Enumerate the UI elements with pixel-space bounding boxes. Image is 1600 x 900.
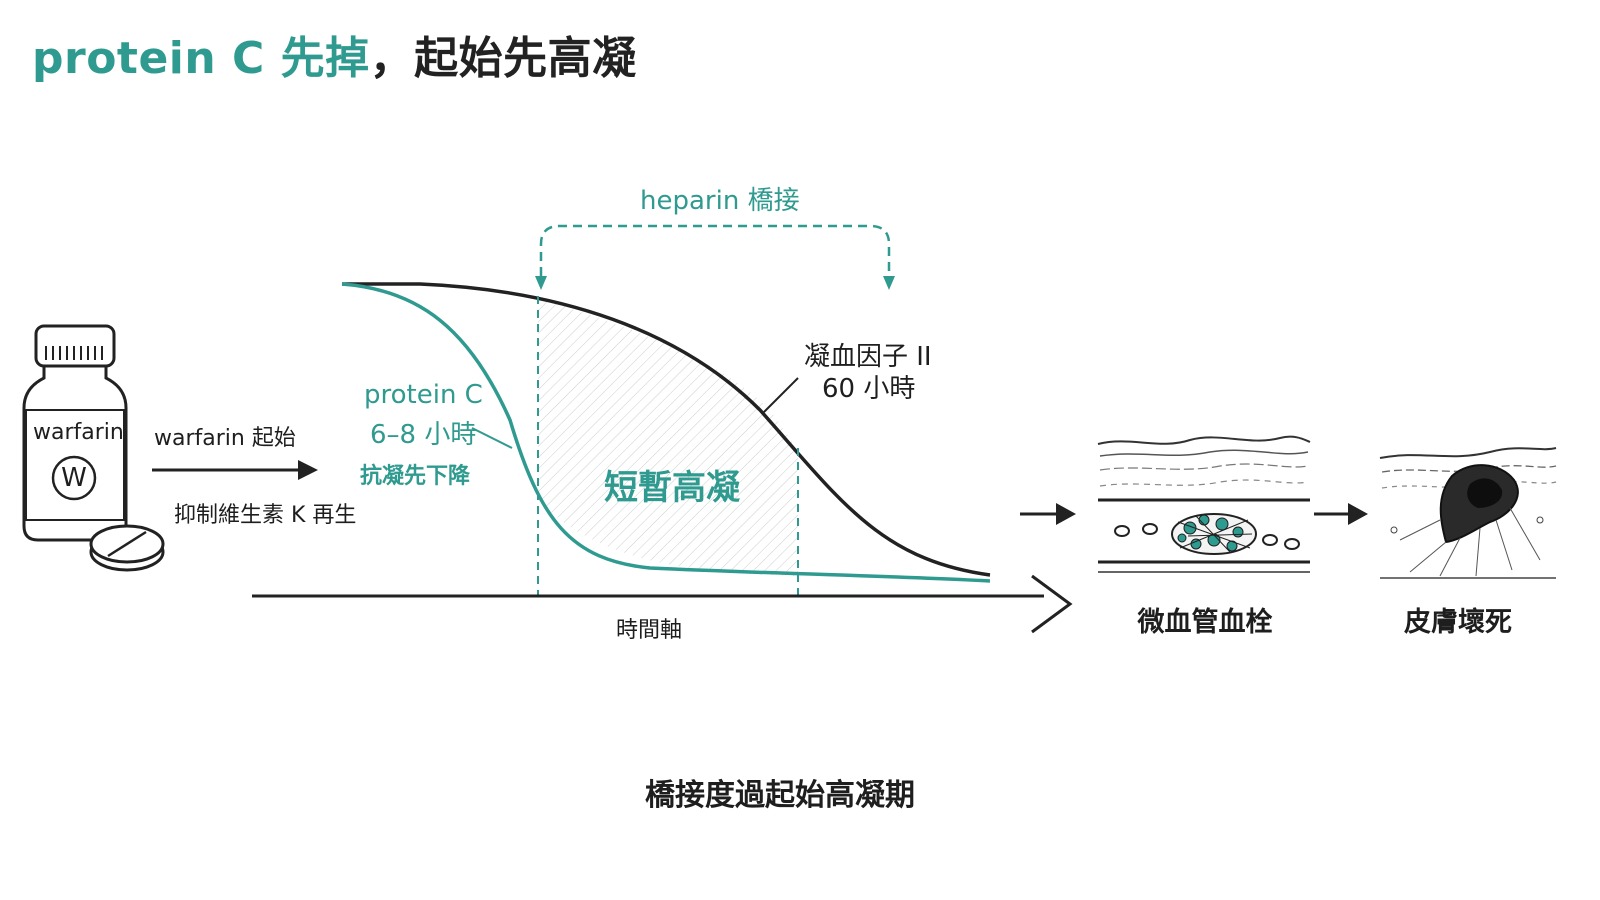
hypercoag-region <box>538 298 798 576</box>
factor-ii-pointer <box>763 377 799 413</box>
warfarin-bottle-icon <box>22 324 128 542</box>
heparin-bridge-label: heparin 橋接 <box>640 186 800 216</box>
hypercoag-label: 短暫高凝 <box>604 468 740 508</box>
time-axis-label: 時間軸 <box>616 618 683 643</box>
arrow-to-necrosis <box>1314 503 1368 525</box>
warfarin-arrow <box>152 460 318 480</box>
protein-c-label-line3: 抗凝先下降 <box>360 464 471 489</box>
factor-ii-label-line2: 60 小時 <box>822 374 916 404</box>
bottle-emblem-letter: W <box>61 463 87 493</box>
warfarin-start-label: warfarin 起始 <box>154 426 296 451</box>
skin-necrosis-label: 皮膚壞死 <box>1404 607 1512 638</box>
title-part-protein-c: protein C 先掉 <box>32 33 370 84</box>
time-axis-arrow <box>252 574 1073 634</box>
protein-c-pointer <box>471 427 513 449</box>
skin-necrosis-icon <box>1379 447 1557 579</box>
vessel-thrombosis-icon <box>1097 435 1311 573</box>
protein-c-label-line1: protein C <box>364 380 483 410</box>
vitamin-k-label: 抑制維生素 K 再生 <box>174 503 357 528</box>
protein-c-curve <box>341 282 991 583</box>
factor-ii-curve <box>342 282 991 577</box>
heparin-bracket <box>535 224 895 290</box>
page-title: protein C 先掉，起始先高凝 <box>32 22 637 86</box>
pill-icon <box>89 524 165 572</box>
bottle-emblem-circle <box>51 455 97 501</box>
bottle-label: warfarin <box>33 420 124 445</box>
footer-caption: 橋接度過起始高凝期 <box>645 778 915 813</box>
arrow-to-thrombosis <box>1020 503 1076 525</box>
factor-ii-label-line1: 凝血因子 II <box>804 342 932 372</box>
protein-c-label-line2: 6–8 小時 <box>370 420 477 450</box>
micro-thrombosis-label: 微血管血栓 <box>1137 607 1273 638</box>
title-part-hypercoag: ，起始先高凝 <box>369 33 637 84</box>
